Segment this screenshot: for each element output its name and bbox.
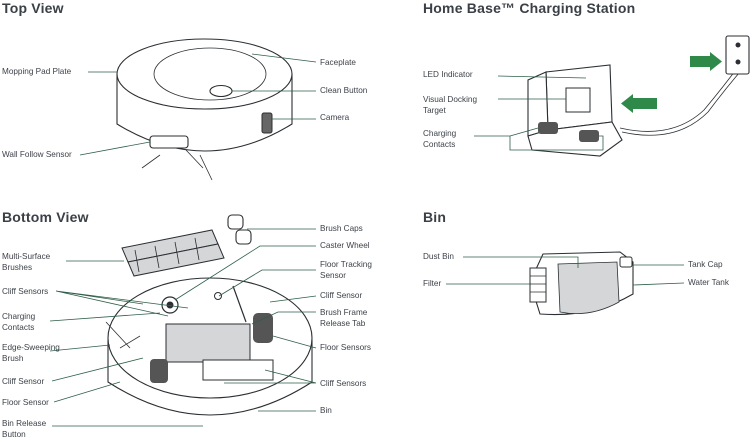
bin-drawing: [529, 251, 634, 316]
bottom-view-title: Bottom View: [2, 209, 89, 225]
home-base-title: Home Base™ Charging Station: [423, 0, 636, 16]
left-wheel-shape: [150, 359, 168, 383]
label-brush-frame-release-tab-line2: Release Tab: [320, 318, 366, 328]
label-visual-docking-target-line1: Visual Docking: [423, 95, 478, 104]
charging-contact-left: [538, 122, 558, 134]
label-edge-sweeping-brush-line2: Brush: [2, 353, 24, 363]
label-floor-sensors: Floor Sensors: [320, 343, 371, 352]
charging-contact-right: [579, 130, 599, 142]
label-brush-caps: Brush Caps: [320, 224, 363, 233]
clean-button-shape: [209, 84, 233, 98]
label-floor-sensor: Floor Sensor: [2, 398, 49, 407]
label-cliff-sensors-left: Cliff Sensors: [2, 287, 49, 296]
label-brush-frame-release-tab: Brush Frame Release Tab: [320, 308, 367, 329]
bin-title: Bin: [423, 209, 447, 225]
label-bin-release-button: Bin Release Button: [2, 419, 46, 440]
plug-in-arrow: [690, 56, 710, 67]
label-filter: Filter: [423, 279, 442, 288]
top-view-title: Top View: [2, 0, 64, 16]
label-charging-contacts-robot-line2: Contacts: [2, 322, 35, 332]
label-floor-tracking-sensor-line2: Sensor: [320, 270, 346, 280]
label-bin-bottom: Bin: [320, 406, 332, 415]
label-bin-release-button-line2: Button: [2, 429, 26, 439]
label-dust-bin: Dust Bin: [423, 252, 454, 261]
label-cliff-sensor-right: Cliff Sensor: [320, 291, 363, 300]
label-charging-contacts-robot: Charging Contacts: [2, 312, 35, 333]
label-camera: Camera: [320, 113, 350, 122]
label-multi-surface-brushes-line1: Multi-Surface: [2, 252, 51, 261]
label-faceplate: Faceplate: [320, 58, 356, 67]
label-mopping-pad-plate: Mopping Pad Plate: [2, 67, 72, 76]
label-tank-cap: Tank Cap: [688, 260, 723, 269]
label-visual-docking-target: Visual Docking Target: [423, 95, 477, 116]
label-bin-release-button-line1: Bin Release: [2, 419, 47, 428]
label-caster-wheel: Caster Wheel: [320, 241, 370, 250]
label-charging-contacts-robot-line1: Charging: [2, 312, 36, 321]
wall-outlet: [725, 35, 750, 75]
label-wall-follow-sensor: Wall Follow Sensor: [2, 150, 72, 159]
label-cliff-sensors-right: Cliff Sensors: [320, 379, 367, 388]
label-visual-docking-target-line2: Target: [423, 105, 446, 115]
brush-caps-drawing: [227, 214, 252, 245]
label-clean-button: Clean Button: [320, 86, 368, 95]
filter-shape: [529, 267, 547, 303]
label-floor-tracking-sensor: Floor Tracking Sensor: [320, 260, 372, 281]
label-multi-surface-brushes: Multi-Surface Brushes: [2, 252, 50, 273]
label-edge-sweeping-brush: Edge-Sweeping Brush: [2, 343, 60, 364]
label-charging-contacts-base-line1: Charging: [423, 129, 457, 138]
top-view-robot: [116, 38, 293, 181]
wall-follow-sensor-shape: [149, 135, 189, 149]
brush-frame-shape: [165, 323, 251, 363]
multi-surface-brushes-drawing: [121, 229, 225, 277]
tank-cap-shape: [619, 256, 633, 268]
label-cliff-sensor-left: Cliff Sensor: [2, 377, 45, 386]
leader-lines: [49, 53, 685, 427]
visual-docking-target-shape: [565, 87, 591, 113]
right-wheel-shape: [253, 313, 273, 343]
insert-arrow: [633, 98, 657, 109]
label-water-tank: Water Tank: [688, 278, 729, 287]
label-floor-tracking-sensor-line1: Floor Tracking: [320, 260, 372, 269]
label-multi-surface-brushes-line2: Brushes: [2, 262, 33, 272]
label-charging-contacts-base-line2: Contacts: [423, 139, 456, 149]
bottom-view-robot: [105, 277, 313, 416]
label-charging-contacts-base: Charging Contacts: [423, 129, 456, 150]
home-base-drawing: [527, 35, 750, 157]
label-brush-frame-release-tab-line1: Brush Frame: [320, 308, 368, 317]
label-led-indicator: LED Indicator: [423, 70, 473, 79]
bin-slot-shape: [202, 359, 274, 381]
camera-shape: [261, 112, 273, 134]
label-edge-sweeping-brush-line1: Edge-Sweeping: [2, 343, 60, 352]
